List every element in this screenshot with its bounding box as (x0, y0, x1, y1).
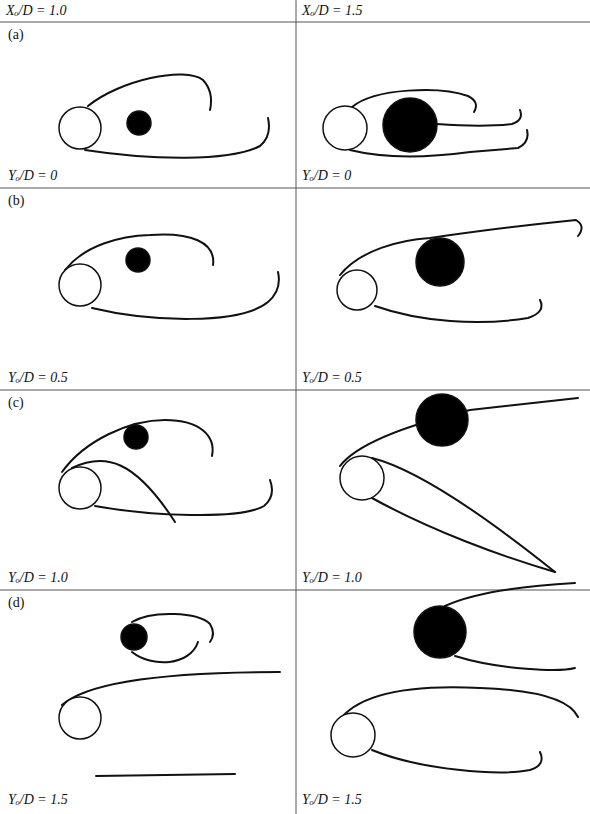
offset-label: Yₒ/D = 0 (302, 168, 351, 184)
shear-layer (372, 458, 555, 572)
control-cylinder (127, 111, 151, 135)
main-cylinder (59, 107, 101, 149)
offset-label: Yₒ/D = 1.0 (302, 570, 362, 586)
shear-layer (338, 687, 578, 722)
control-cylinder (383, 98, 437, 152)
shear-layer (92, 272, 279, 319)
main-cylinder (331, 713, 375, 757)
panel-letter: (d) (8, 595, 24, 611)
main-cylinder (59, 264, 101, 306)
main-cylinder (340, 456, 384, 500)
shear-layer (437, 110, 521, 126)
main-cylinder (337, 270, 377, 310)
shear-layer (445, 583, 575, 606)
shear-layer (455, 656, 575, 670)
shear-layer (85, 118, 269, 158)
shear-layer (96, 774, 235, 776)
column-header: Xₒ/D = 1.5 (302, 3, 363, 19)
offset-label: Yₒ/D = 0 (8, 168, 57, 184)
column-header: Xₒ/D = 1.0 (6, 3, 67, 19)
main-cylinder (59, 467, 101, 509)
control-cylinder (121, 624, 147, 650)
main-cylinder (323, 106, 367, 150)
control-cylinder (126, 248, 150, 272)
panel-letter: (b) (8, 193, 24, 209)
shear-layer (95, 480, 272, 515)
offset-label: Yₒ/D = 0.5 (302, 370, 362, 386)
offset-label: Yₒ/D = 0.5 (8, 370, 68, 386)
shear-layer (372, 498, 555, 572)
main-cylinder (59, 697, 101, 739)
grid-line (0, 390, 590, 391)
offset-label: Yₒ/D = 1.5 (8, 792, 68, 808)
control-cylinder (416, 238, 464, 286)
control-cylinder (416, 394, 468, 446)
grid-line (0, 22, 590, 23)
panel-letter: (c) (8, 395, 24, 411)
panel-letter: (a) (8, 27, 24, 43)
shear-layer (88, 74, 211, 110)
streamlines (62, 74, 582, 776)
shear-layer (350, 130, 528, 156)
grid-line (296, 0, 297, 814)
shear-layer (372, 750, 542, 772)
cylinders (59, 98, 468, 757)
control-cylinder (124, 425, 148, 449)
offset-label: Yₒ/D = 1.5 (302, 792, 362, 808)
shear-layer (62, 672, 280, 705)
control-cylinder (414, 606, 466, 658)
grid-line (0, 188, 590, 189)
offset-label: Yₒ/D = 1.0 (8, 570, 68, 586)
shear-layer (375, 300, 542, 322)
